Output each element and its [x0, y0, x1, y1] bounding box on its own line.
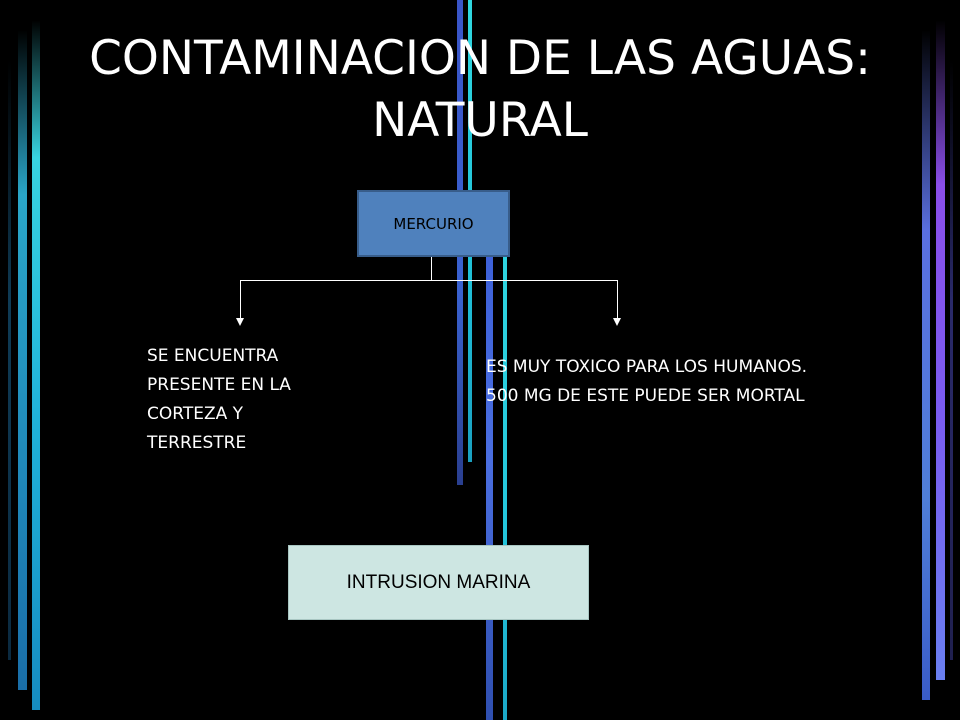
bottom-node-box[interactable]: INTRUSION MARINA — [288, 545, 589, 620]
arrow-down-icon — [236, 318, 244, 326]
decorative-stripe — [32, 20, 40, 710]
slide-title-line-1: CONTAMINACION DE LAS AGUAS: — [89, 31, 871, 86]
connector-right — [617, 280, 618, 318]
connector-horizontal — [240, 280, 618, 281]
decorative-stripe — [8, 60, 11, 660]
root-node-label: MERCURIO — [393, 214, 474, 233]
decorative-stripe — [950, 60, 953, 660]
bottom-node-label: INTRUSION MARINA — [346, 571, 531, 593]
root-node-box[interactable]: MERCURIO — [357, 190, 510, 257]
left-branch-text[interactable]: SE ENCUENTRA PRESENTE EN LA CORTEZA Y TE… — [147, 346, 291, 453]
decorative-stripe — [503, 230, 507, 720]
decorative-stripe — [18, 30, 27, 690]
right-branch-text[interactable]: ES MUY TOXICO PARA LOS HUMANOS. 500 MG D… — [486, 357, 808, 406]
connector-stem — [431, 257, 432, 281]
decorative-stripe — [936, 20, 945, 680]
decorative-stripe — [922, 30, 930, 700]
slide-title-line-2: NATURAL — [372, 93, 588, 148]
decorative-stripe — [486, 200, 493, 720]
connector-left — [240, 280, 241, 318]
slide-title: CONTAMINACION DE LAS AGUAS: NATURAL — [0, 28, 960, 152]
arrow-down-icon — [613, 318, 621, 326]
